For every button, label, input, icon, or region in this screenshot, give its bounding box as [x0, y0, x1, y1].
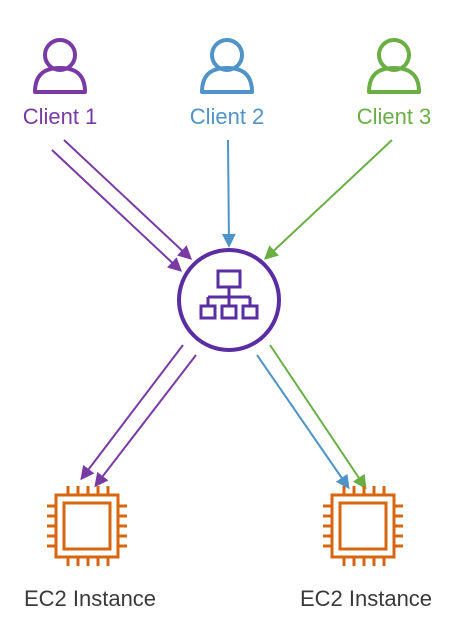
arrow-to-ec2-2-b [269, 344, 367, 490]
arrow-to-ec2-1-a [80, 344, 184, 481]
ec2-instance-1-chip-icon [47, 486, 127, 566]
arrow-client-2 [221, 139, 236, 248]
ec2-instance-2-label: EC2 Instance [299, 586, 433, 611]
ec2-instance-2-chip-icon [323, 486, 403, 566]
client-1-label: Client 1 [22, 104, 98, 129]
client-1-user-icon [33, 38, 87, 94]
client-3-label: Client 3 [356, 104, 432, 129]
client-2-label: Client 2 [189, 104, 265, 129]
arrow-client-3 [263, 139, 393, 260]
arrow-client-1-a [51, 149, 183, 272]
arrow-client-1-b [63, 139, 193, 260]
client-3-user-icon [367, 38, 421, 94]
client-2-user-icon [200, 38, 254, 94]
arrow-to-ec2-1-b [94, 354, 197, 488]
load-balancer-icon [177, 248, 281, 352]
arrow-to-ec2-2-a [256, 354, 350, 490]
ec2-instance-1-label: EC2 Instance [23, 586, 157, 611]
